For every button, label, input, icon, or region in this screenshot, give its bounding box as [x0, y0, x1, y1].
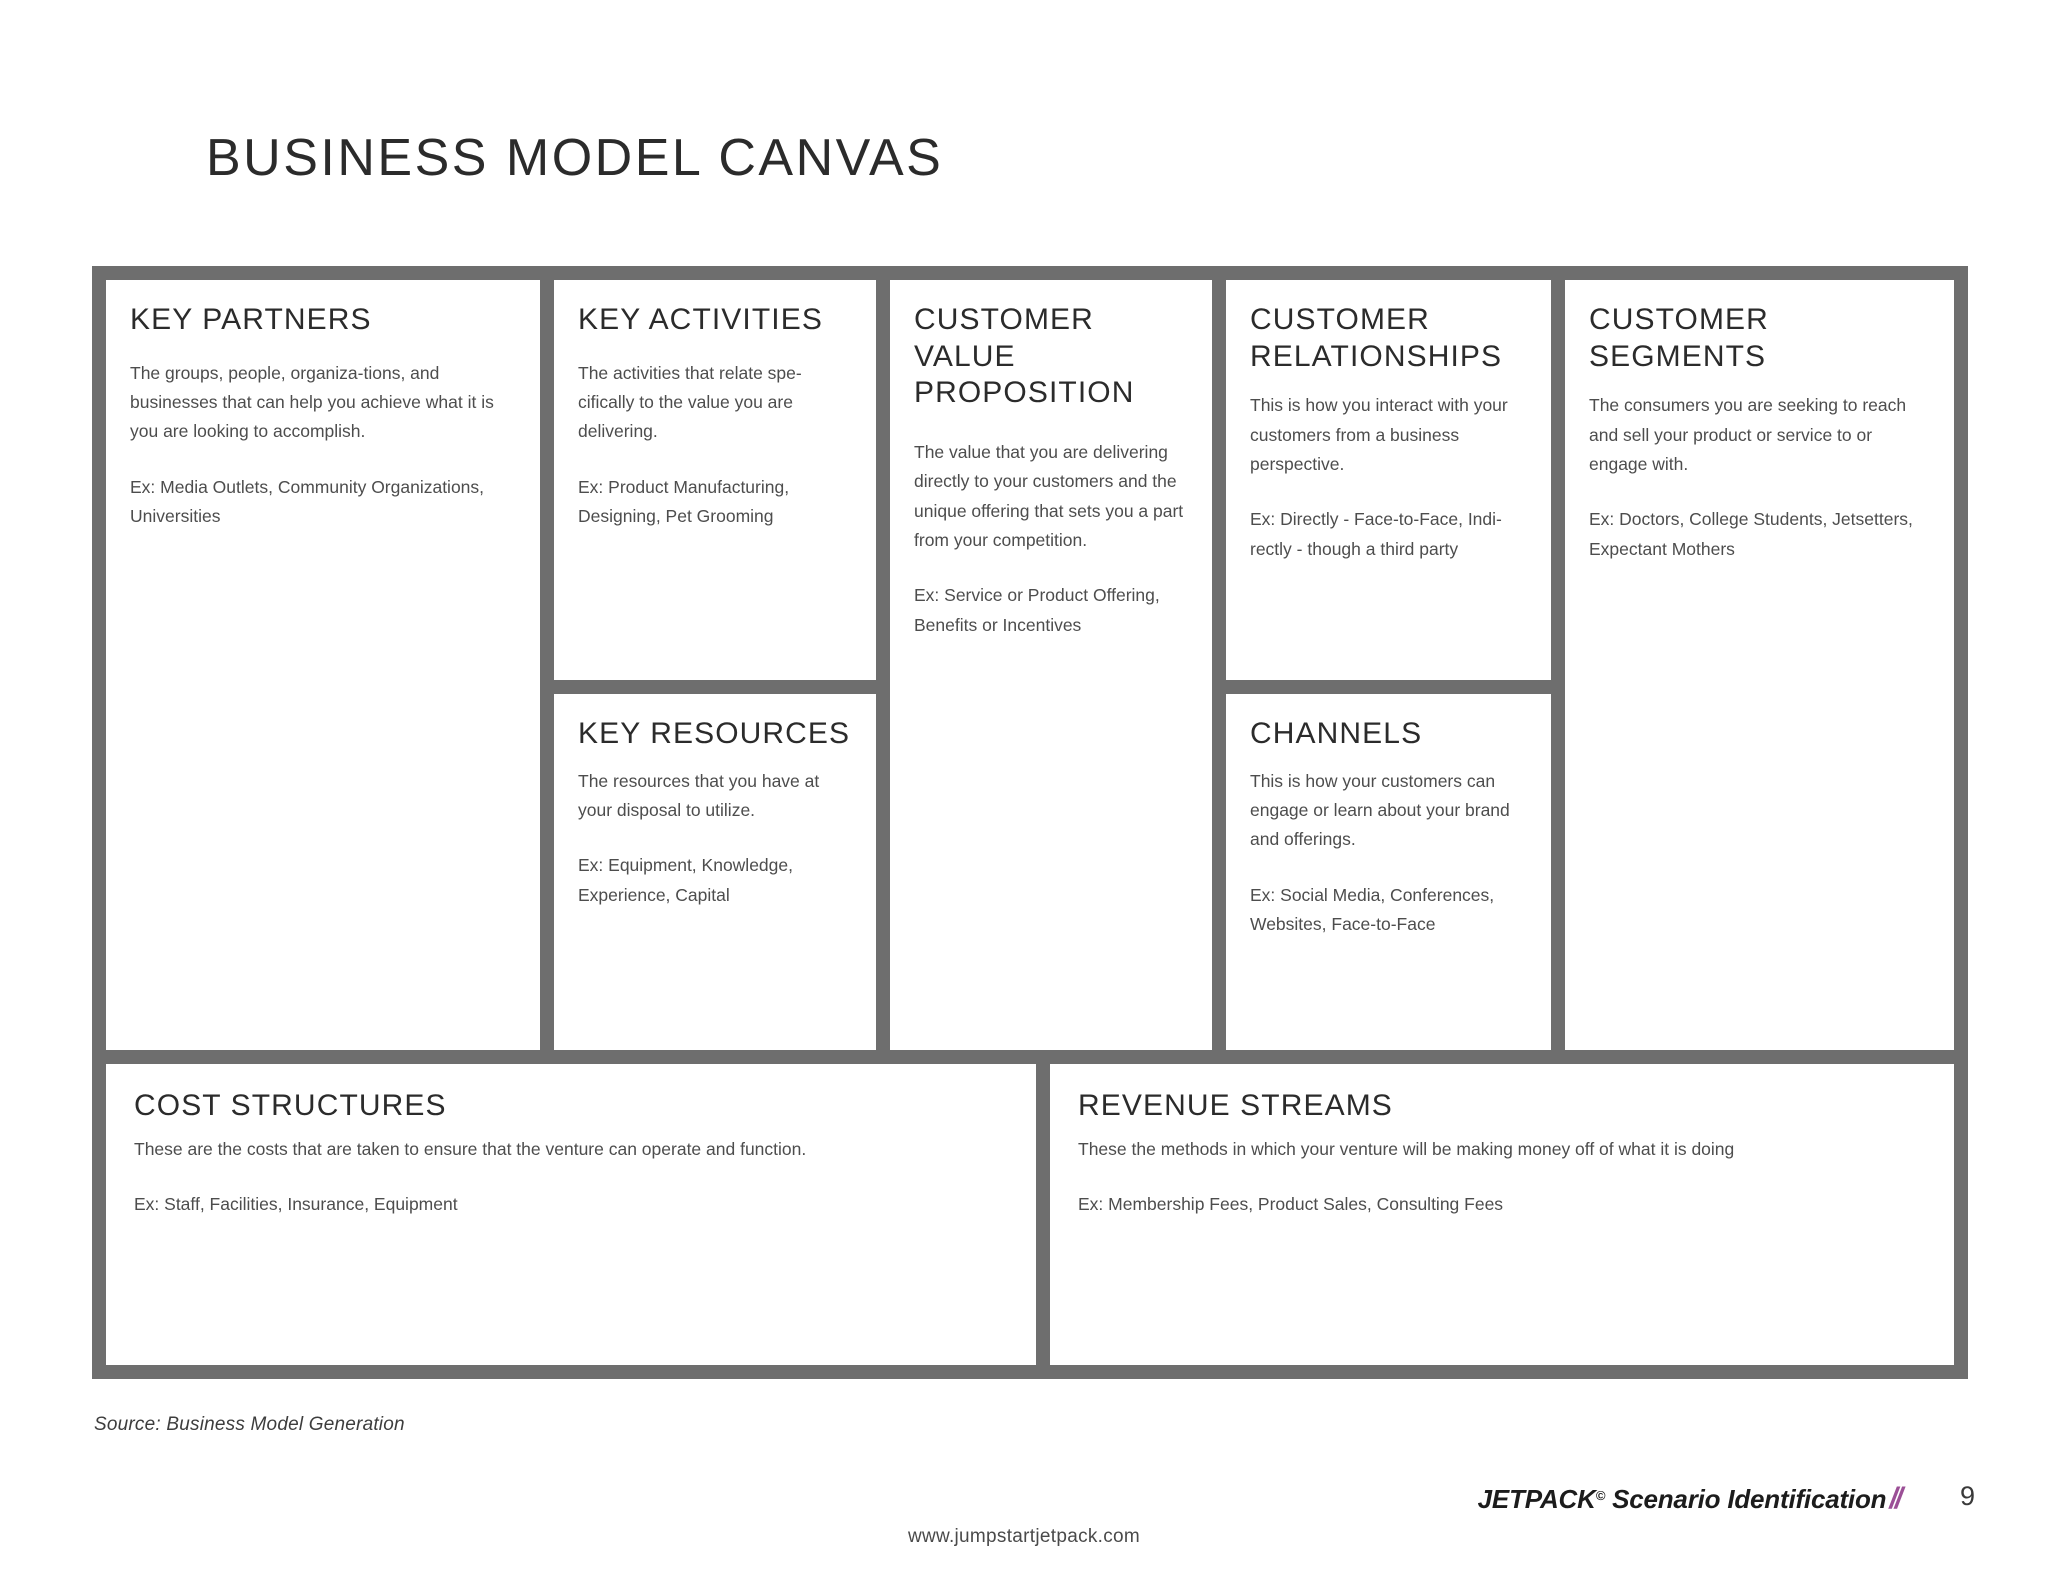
block-key-activities[interactable]: KEY ACTIVITIES The activities that relat…: [554, 280, 876, 680]
column-customer-value-proposition: CUSTOMER VALUE PROPOSITION The value tha…: [890, 280, 1212, 1050]
block-title-customer-value-proposition: CUSTOMER VALUE PROPOSITION: [914, 303, 1135, 410]
block-key-resources[interactable]: KEY RESOURCES The resources that you hav…: [554, 694, 876, 1050]
block-body-cost-structures: These are the costs that are taken to en…: [134, 1135, 1008, 1220]
column-customer-segments: CUSTOMER SEGMENTS The consumers you are …: [1565, 280, 1954, 1050]
block-revenue-streams[interactable]: REVENUE STREAMS These the methods in whi…: [1050, 1064, 1954, 1365]
block-description-key-activities: The activities that relate spe-cifically…: [578, 362, 802, 442]
column-customer-relationships: CUSTOMER RELATIONSHIPS This is how you i…: [1226, 280, 1551, 1050]
block-description-revenue-streams: These the methods in which your venture …: [1078, 1138, 1735, 1159]
block-key-partners[interactable]: KEY PARTNERS The groups, people, organiz…: [106, 280, 540, 1050]
block-customer-relationships[interactable]: CUSTOMER RELATIONSHIPS This is how you i…: [1226, 280, 1551, 680]
block-example-key-partners: Ex: Media Outlets, Community Organizatio…: [130, 476, 485, 527]
double-slash-icon: //: [1889, 1482, 1903, 1515]
business-model-canvas-grid: KEY PARTNERS The groups, people, organiz…: [92, 266, 1968, 1379]
source-attribution: Source: Business Model Generation: [94, 1414, 405, 1435]
brand-footer: JETPACK© Scenario Identification //: [1477, 1482, 1903, 1516]
block-example-key-activities: Ex: Product Manufacturing, Designing, Pe…: [578, 476, 790, 527]
page-title: BUSINESS MODEL CANVAS: [206, 129, 944, 187]
copyright-icon: ©: [1595, 1488, 1606, 1503]
block-body-customer-value-proposition: The value that you are delivering direct…: [914, 438, 1188, 640]
block-example-customer-value-proposition: Ex: Service or Product Offering, Benefit…: [914, 585, 1160, 635]
column-key-partners: KEY PARTNERS The groups, people, organiz…: [106, 280, 540, 1050]
block-title-cost-structures: COST STRUCTURES: [134, 1089, 447, 1122]
block-example-key-resources: Ex: Equipment, Knowledge, Experience, Ca…: [578, 855, 793, 905]
block-customer-value-proposition[interactable]: CUSTOMER VALUE PROPOSITION The value tha…: [890, 280, 1212, 1050]
block-title-key-activities: KEY ACTIVITIES: [578, 303, 823, 336]
block-title-customer-segments: CUSTOMER SEGMENTS: [1589, 303, 1769, 373]
canvas-bottom-section: COST STRUCTURES These are the costs that…: [106, 1064, 1954, 1365]
page-number: 9: [1959, 1481, 1975, 1511]
brand-name: JETPACK: [1477, 1484, 1596, 1514]
block-body-channels: This is how your customers can engage or…: [1250, 767, 1527, 940]
block-title-customer-relationships: CUSTOMER RELATIONSHIPS: [1250, 303, 1503, 373]
block-example-customer-relationships: Ex: Directly - Face-to-Face, Indi-rectly…: [1250, 509, 1502, 559]
block-channels[interactable]: CHANNELS This is how your customers can …: [1226, 694, 1551, 1050]
block-description-customer-relationships: This is how you interact with your custo…: [1250, 395, 1508, 474]
website-url: www.jumpstartjetpack.com: [907, 1526, 1141, 1547]
block-description-cost-structures: These are the costs that are taken to en…: [134, 1138, 807, 1159]
block-description-customer-segments: The consumers you are seeking to reach a…: [1589, 395, 1907, 474]
block-customer-segments[interactable]: CUSTOMER SEGMENTS The consumers you are …: [1565, 280, 1954, 1050]
canvas-top-section: KEY PARTNERS The groups, people, organiz…: [106, 280, 1954, 1050]
block-description-key-partners: The groups, people, organiza-tions, and …: [130, 362, 494, 442]
block-description-key-resources: The resources that you have at your disp…: [578, 770, 820, 820]
block-title-key-resources: KEY RESOURCES: [578, 717, 851, 750]
block-cost-structures[interactable]: COST STRUCTURES These are the costs that…: [106, 1064, 1036, 1365]
block-body-customer-segments: The consumers you are seeking to reach a…: [1589, 391, 1930, 564]
block-example-revenue-streams: Ex: Membership Fees, Product Sales, Cons…: [1078, 1193, 1504, 1214]
block-body-key-partners: The groups, people, organiza-tions, and …: [130, 359, 516, 532]
brand-subtitle: Scenario Identification: [1612, 1484, 1887, 1514]
block-body-key-activities: The activities that relate spe-cifically…: [578, 359, 852, 532]
block-body-customer-relationships: This is how you interact with your custo…: [1250, 391, 1527, 564]
block-body-revenue-streams: These the methods in which your venture …: [1078, 1135, 1926, 1220]
block-example-cost-structures: Ex: Staff, Facilities, Insurance, Equipm…: [134, 1193, 458, 1214]
block-description-channels: This is how your customers can engage or…: [1250, 770, 1510, 850]
column-key-activities: KEY ACTIVITIES The activities that relat…: [554, 280, 876, 1050]
block-description-customer-value-proposition: The value that you are delivering direct…: [914, 441, 1184, 550]
block-body-key-resources: The resources that you have at your disp…: [578, 767, 852, 911]
block-example-channels: Ex: Social Media, Conferences, Websites,…: [1250, 884, 1495, 935]
block-title-revenue-streams: REVENUE STREAMS: [1078, 1089, 1393, 1122]
block-title-channels: CHANNELS: [1250, 717, 1423, 750]
block-title-key-partners: KEY PARTNERS: [130, 303, 372, 336]
block-example-customer-segments: Ex: Doctors, College Students, Jetsetter…: [1589, 509, 1913, 559]
